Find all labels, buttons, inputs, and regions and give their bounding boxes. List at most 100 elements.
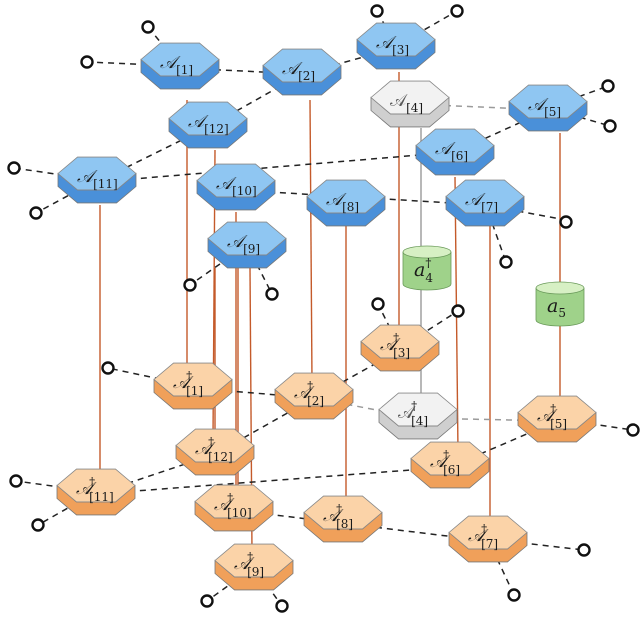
bond-B6-B5: [449, 420, 558, 468]
node-top: [410, 441, 490, 476]
cylinder-label: a5: [547, 295, 566, 320]
node-A3: 𝒜[3]: [356, 22, 436, 70]
node-top: [214, 543, 294, 578]
node-label: 𝒜[3]: [376, 33, 409, 57]
cylinder-body: [402, 251, 452, 291]
open-leg-A9-b: [265, 287, 279, 301]
node-label: 𝒜[9]: [227, 232, 260, 256]
open-leg-B7-a: [577, 543, 591, 557]
node-A1: 𝒜[1]: [140, 42, 220, 90]
node-B11: 𝒜†[11]: [56, 468, 136, 516]
node-A2: 𝒜[2]: [262, 48, 342, 96]
node-top: [370, 80, 450, 115]
open-leg-B9-b: [275, 599, 289, 613]
node-B2: 𝒜†[2]: [274, 372, 354, 420]
node-B5: 𝒜†[5]: [517, 395, 597, 443]
bond-B12-B2: [214, 397, 315, 455]
node-top: [153, 362, 233, 397]
node-label: 𝒜†[8]: [323, 502, 353, 531]
open-leg-A11-a: [7, 161, 21, 175]
open-leg-A5-b: [603, 119, 617, 133]
open-leg-B5: [626, 423, 640, 437]
node-label: 𝒜†[1]: [173, 369, 203, 398]
node-label: 𝒜[10]: [216, 174, 257, 198]
node-label: 𝒜†[6]: [430, 448, 460, 477]
node-A5: 𝒜[5]: [508, 84, 588, 132]
node-B4: 𝒜†[4]: [378, 392, 458, 440]
cylinder-top: [402, 245, 452, 259]
open-leg-A3-a: [370, 4, 384, 18]
open-leg-A1-up: [141, 20, 155, 34]
node-label: 𝒜†[11]: [76, 475, 114, 504]
open-leg-A7: [559, 215, 573, 229]
open-leg-A9-b-line: [246, 244, 273, 295]
node-label: 𝒜†[4]: [398, 399, 428, 428]
node-label: 𝒜[2]: [282, 59, 315, 83]
bond-B11-B6: [95, 466, 451, 495]
node-top: [207, 221, 287, 256]
node-label: 𝒜†[10]: [214, 491, 252, 520]
node-top: [56, 468, 136, 503]
node-B10: 𝒜†[10]: [194, 484, 274, 532]
cylinder-top: [535, 281, 585, 295]
node-B8: 𝒜†[8]: [303, 495, 383, 543]
node-A9: 𝒜[9]: [207, 221, 287, 269]
node-top: [445, 179, 525, 214]
node-B6: 𝒜†[6]: [410, 441, 490, 489]
cylinder-a5: a5: [535, 281, 585, 327]
node-label: 𝒜[12]: [188, 112, 229, 136]
hexagon-nodes: 𝒜[3] 𝒜[1] 𝒜[2] 𝒜[4] 𝒜[5] 𝒜[12] 𝒜[6] 𝒜[11] 𝒜[10] 𝒜…: [56, 22, 597, 591]
node-label: 𝒜†[3]: [380, 331, 410, 360]
cylinder-nodes: a†4 a5: [402, 245, 585, 327]
node-top: [360, 324, 440, 359]
open-leg-B7-b: [507, 588, 521, 602]
node-B7: 𝒜†[7]: [448, 515, 528, 563]
node-A11: 𝒜[11]: [57, 156, 137, 204]
node-label: 𝒜[7]: [465, 190, 498, 214]
node-top: [517, 395, 597, 430]
node-A6: 𝒜[6]: [415, 128, 495, 176]
node-A8: 𝒜[8]: [306, 179, 386, 227]
node-label: 𝒜[4]: [390, 91, 423, 115]
node-label: 𝒜†[9]: [234, 550, 264, 579]
vertical-bond-A2-B2: [309, 99, 313, 383]
open-leg-B3-b: [451, 304, 465, 318]
node-top: [196, 163, 276, 198]
node-label: 𝒜†[7]: [468, 522, 498, 551]
node-top: [140, 42, 220, 77]
open-leg-A3-b: [450, 4, 464, 18]
open-leg-B11-b: [31, 518, 45, 532]
bond-B10-B7: [233, 509, 489, 542]
cylinder-body: [535, 287, 585, 327]
node-A10: 𝒜[10]: [196, 163, 276, 211]
node-top: [303, 495, 383, 530]
node-top: [448, 515, 528, 550]
node-label: 𝒜[8]: [326, 190, 359, 214]
node-label: 𝒜†[5]: [537, 402, 567, 431]
cylinder-label: a†4: [414, 256, 433, 285]
open-leg-A11-b: [29, 206, 43, 220]
node-top: [415, 128, 495, 163]
open-leg-B3-a: [371, 297, 385, 311]
node-B9: 𝒜†[9]: [214, 543, 294, 591]
node-B3: 𝒜†[3]: [360, 324, 440, 372]
node-top: [274, 372, 354, 407]
node-A4: 𝒜[4]: [370, 80, 450, 128]
open-leg-A7-down: [499, 255, 513, 269]
node-label: 𝒜[11]: [77, 167, 118, 191]
node-top: [306, 179, 386, 214]
node-top: [508, 84, 588, 119]
node-top: [194, 484, 274, 519]
node-B12: 𝒜†[12]: [175, 428, 255, 476]
open-leg-B9-a-line: [206, 566, 255, 602]
open-leg-B1: [101, 361, 115, 375]
open-leg-A1-left: [80, 55, 94, 69]
node-A7: 𝒜[7]: [445, 179, 525, 227]
node-label: 𝒜[6]: [435, 139, 468, 163]
node-top: [168, 101, 248, 136]
node-top: [378, 392, 458, 427]
node-label: 𝒜[1]: [160, 53, 193, 77]
node-top: [262, 48, 342, 83]
node-A12: 𝒜[12]: [168, 101, 248, 149]
